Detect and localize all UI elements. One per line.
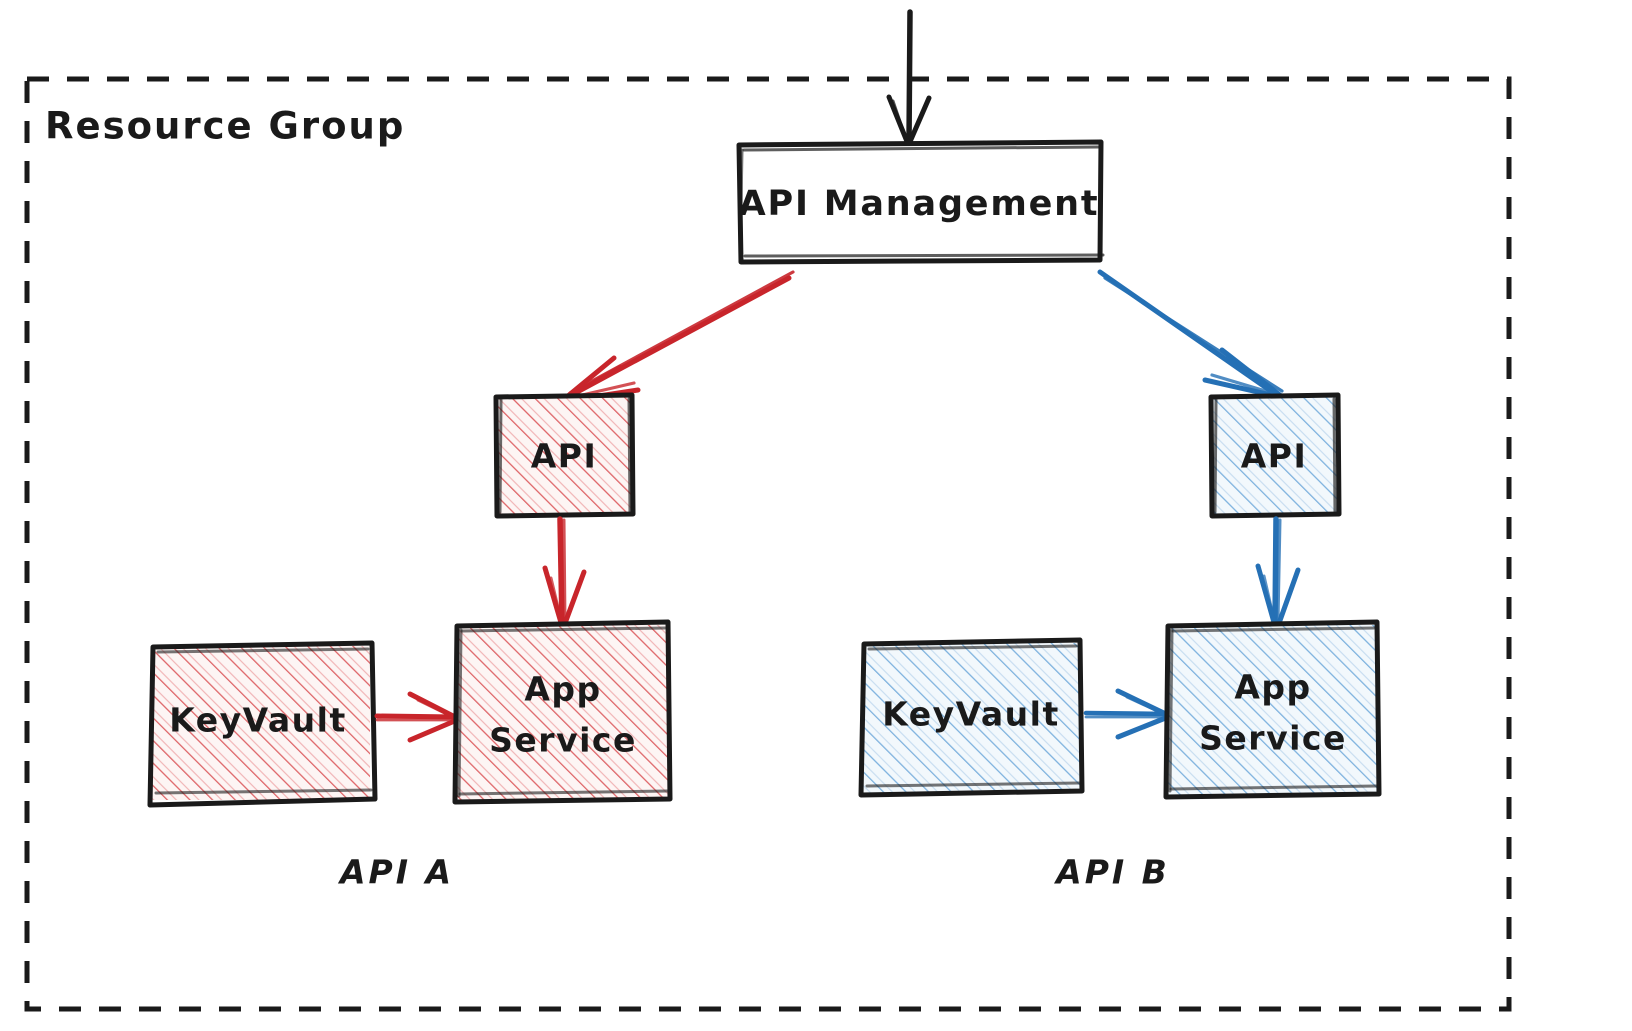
caption-api-a: API A xyxy=(337,853,454,892)
node-api-a[interactable]: API xyxy=(493,392,636,519)
node-api-management[interactable]: API Management xyxy=(736,139,1105,265)
connector-api-b-to-app-b xyxy=(1255,516,1301,629)
node-label-app-service-a-line1: App xyxy=(524,670,601,709)
node-keyvault-b[interactable]: KeyVault xyxy=(858,637,1085,798)
node-label-api-management: API Management xyxy=(739,184,1100,224)
node-app-service-b[interactable]: App Service xyxy=(1163,619,1382,800)
resource-group-boundary xyxy=(24,76,1512,1012)
resource-group-label: Resource Group xyxy=(45,105,405,148)
node-app-service-a[interactable]: App Service xyxy=(452,619,673,805)
connector-api-a-to-app-a xyxy=(542,516,587,629)
node-keyvault-a[interactable]: KeyVault xyxy=(147,640,378,808)
connector-apim-to-api-a xyxy=(560,270,795,404)
node-api-b[interactable]: API xyxy=(1208,392,1342,519)
node-label-keyvault-a: KeyVault xyxy=(169,701,346,740)
node-label-keyvault-b: KeyVault xyxy=(882,695,1059,734)
caption-api-b: API B xyxy=(1053,853,1170,892)
node-label-app-service-a-line2: Service xyxy=(489,721,637,760)
connector-ingress-to-apim xyxy=(886,9,932,147)
node-label-app-service-b-line1: App xyxy=(1234,668,1311,707)
connector-kv-b-to-app-b xyxy=(1083,688,1171,740)
node-label-api-b: API xyxy=(1241,437,1308,476)
connector-kv-a-to-app-a xyxy=(374,691,460,743)
node-label-app-service-b-line2: Service xyxy=(1199,719,1347,758)
node-label-api-a: API xyxy=(531,437,598,476)
connector-apim-to-api-b xyxy=(1097,269,1284,400)
